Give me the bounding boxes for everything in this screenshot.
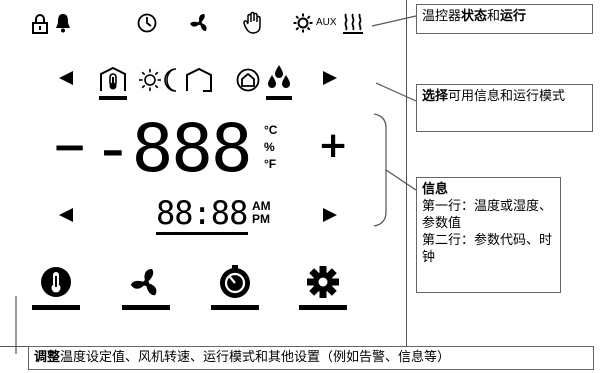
aux-label: AUX [316,17,337,28]
adjust-callout-text: 温度设定值、风机转速、运行模式和其他设置（例如告警、信息等） [60,350,451,365]
arrow-right-icon[interactable] [322,70,338,86]
plus-button[interactable]: + [318,125,349,166]
status-callout-bold2: 运行 [500,9,527,24]
clock-display: 88:88 [156,194,248,232]
select-callout-bold: 选择 [422,89,449,104]
info-callout-line2: 第二行：参数代码、时钟 [422,233,553,265]
unit-celsius: °C [264,123,278,137]
status-callout: 温控器状态和运行 [416,4,593,34]
select-callout: 选择可用信息和运行模式 [416,84,593,132]
bell-icon [56,14,70,33]
status-callout-mid: 和 [487,9,501,24]
lock-icon [32,14,48,34]
thermometer-button-icon[interactable] [40,266,72,298]
thermometer-button-bar [32,305,80,310]
timer-button-icon[interactable] [219,265,251,299]
sun-status-icon [293,13,313,33]
unit-percent: % [264,140,275,154]
settings-button-bar [299,305,347,310]
info-callout: 信息 第一行：温度或湿度、参数值 第二行：参数代码、时钟 [416,177,561,293]
minus-button[interactable]: − [52,122,88,171]
arrow-left-icon[interactable] [58,70,74,86]
am-label: AM [252,199,271,213]
outdoor-house-icon [186,67,212,92]
timer-button-bar [211,305,259,310]
occupancy-home-icon [236,68,260,92]
fan-status-icon [190,14,207,32]
ampm-stack: AM PM [252,200,271,226]
humidity-drops-icon [268,65,290,88]
pm-label: PM [252,212,270,226]
indoor-selected-underline [99,96,127,100]
adjust-callout-bold: 调整 [34,350,61,365]
moon-mode-icon [164,68,177,92]
arrow-left-icon-lower[interactable] [58,207,74,223]
status-callout-prefix: 温控器 [422,9,462,24]
main-value-display: -888 [92,110,253,187]
arrow-right-icon-lower[interactable] [322,207,338,223]
clock-icon [137,13,157,33]
unit-fahrenheit: °F [264,157,277,171]
info-callout-line1: 第一行：温度或湿度、参数值 [422,199,553,231]
adjust-callout: 调整温度设定值、风机转速、运行模式和其他设置（例如告警、信息等） [28,346,594,370]
humidity-selected-underline [266,96,292,100]
status-callout-bold1: 状态 [461,9,488,24]
info-callout-title: 信息 [422,182,449,197]
fan-button-icon[interactable] [130,267,162,299]
heating-icon [343,13,363,34]
settings-gear-icon[interactable] [307,266,339,298]
sun-mode-icon [139,69,161,91]
fan-button-bar [122,305,170,310]
clock-underline [156,232,248,235]
indoor-thermometer-icon [100,66,126,91]
hand-icon [243,11,261,34]
select-callout-text: 可用信息和运行模式 [448,89,566,104]
unit-stack: °C % °F [264,122,277,173]
